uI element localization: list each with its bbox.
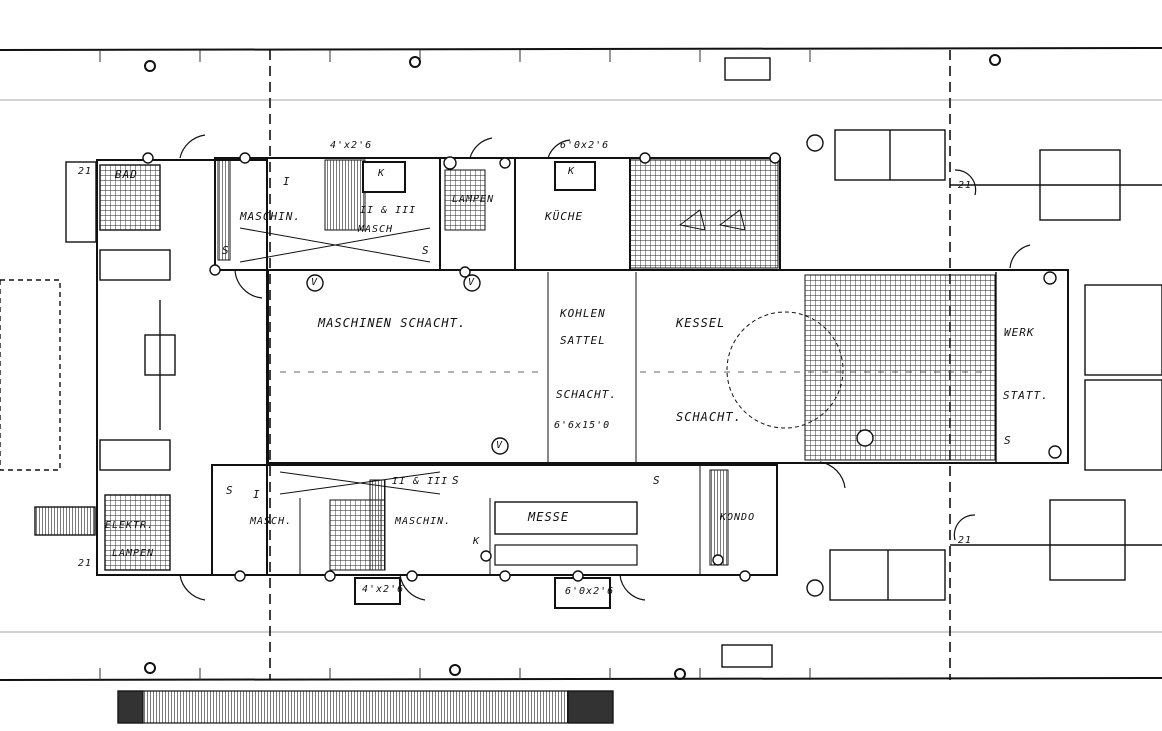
deck-strip xyxy=(117,690,614,724)
marker-v-upper-right: V xyxy=(468,277,476,288)
frame-ticks xyxy=(99,50,811,680)
marker-k-upper: K xyxy=(378,168,386,179)
lower-size-right: 6'0x2'6 xyxy=(565,586,615,597)
engine-lower-label: MASCH. xyxy=(250,516,293,527)
mess-label: MESSE xyxy=(528,510,570,524)
coal-shaft-label: SCHACHT. xyxy=(556,388,617,401)
lamp-room-upper: LAMPEN xyxy=(452,194,495,205)
coal-shaft-dimension: 6'6x15'0 xyxy=(554,420,611,431)
marker-v-upper-left: V xyxy=(311,277,319,288)
wall-posts xyxy=(142,134,1062,597)
workshop-label-top: WERK xyxy=(1004,326,1035,339)
upper-size-right: 6'0x2'6 xyxy=(560,140,610,151)
hull-outline xyxy=(0,47,1162,681)
boiler-label: KESSEL xyxy=(676,316,726,330)
marker-s-lower-two: S xyxy=(452,474,460,487)
lower-rooms xyxy=(211,464,778,609)
right-machinery xyxy=(721,57,1162,668)
left-corridor xyxy=(0,161,176,571)
condenser-label: KONDO xyxy=(720,512,756,523)
portholes xyxy=(144,54,1001,680)
upper-rooms xyxy=(214,157,781,271)
electric-label: ELEKTR. xyxy=(105,520,155,531)
kitchen-label: KÜCHE xyxy=(545,210,584,223)
marker-s-upper-left: S xyxy=(222,244,230,257)
marker-k-kitchen: K xyxy=(568,166,576,177)
marker-v-lower: V xyxy=(496,440,504,451)
workshop-label-bottom: STATT. xyxy=(1003,389,1049,402)
saddle-label: SATTEL xyxy=(560,334,606,347)
marker-s-upper-right: S xyxy=(422,244,430,257)
boiler-shaft-label: SCHACHT. xyxy=(676,410,742,424)
frame-code-lower-right: 21 xyxy=(958,535,973,546)
marker-s-lower-three: S xyxy=(653,474,661,487)
v-markers xyxy=(306,274,874,455)
engine-two-three-label: MASCH xyxy=(358,224,394,235)
engine-two-three-lower-label: MASCHIN. xyxy=(395,516,452,527)
engine-two-three-roman: II & III xyxy=(360,205,417,216)
engine-one-roman: I xyxy=(283,175,291,188)
engine-upper-label: MASCHIN. xyxy=(240,210,301,223)
frame-code-lower-left: 21 xyxy=(78,558,93,569)
frame-code-upper-left: 21 xyxy=(78,166,93,177)
door-swings xyxy=(179,134,1031,601)
lamp-room-lower: LAMPEN xyxy=(112,548,155,559)
lower-size-left: 4'x2'6 xyxy=(362,584,405,595)
marker-s-lower-one: S xyxy=(226,484,234,497)
coal-label: KOHLEN xyxy=(560,307,606,320)
frame-code-upper-right: 21 xyxy=(958,180,973,191)
marker-k-lower: K xyxy=(473,536,481,547)
marker-s-workshop: S xyxy=(1004,434,1012,447)
bath-label: BAD xyxy=(115,168,138,181)
engine-one-roman-lower: I xyxy=(253,488,261,501)
upper-size-left: 4'x2'6 xyxy=(330,140,373,151)
engine-two-three-roman-lower: II & III xyxy=(392,476,449,487)
engine-shaft-label: MASCHINEN SCHACHT. xyxy=(318,316,467,330)
